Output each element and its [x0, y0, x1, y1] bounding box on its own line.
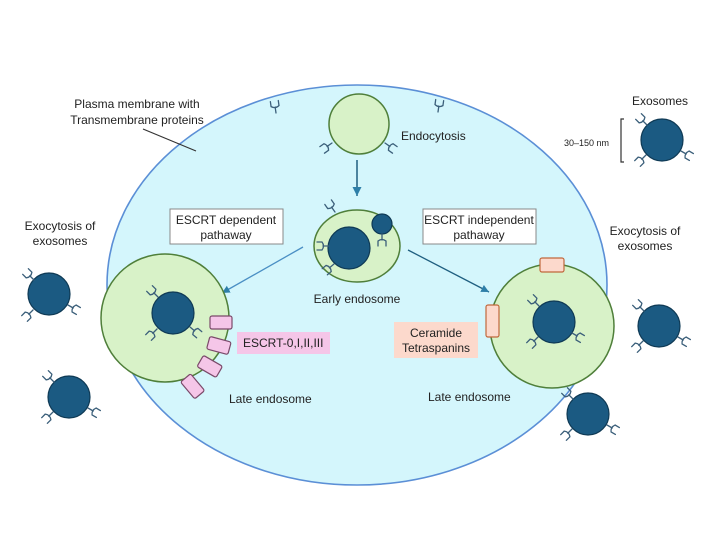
legend-exosome — [640, 118, 684, 162]
escrt-protein-4 — [180, 373, 205, 399]
exosome-left-1 — [27, 272, 71, 316]
late-endosome-left-label: Late endosome — [229, 392, 312, 406]
exocytosis-left-line2: exosomes — [33, 234, 88, 248]
escrt-dependent-box — [169, 208, 284, 245]
late-endosome-right-ilv — [532, 300, 576, 344]
ceramide-label-box — [394, 322, 478, 358]
exocytosis-right-line1: Exocytosis of — [610, 224, 681, 238]
escrt-independent-line2: pathaway — [453, 228, 504, 242]
escrt-protein-3 — [197, 355, 223, 378]
exosome-left-2 — [47, 375, 91, 419]
escrt-protein-1 — [209, 315, 233, 330]
size-bracket — [620, 118, 624, 163]
early-endosome-ilv-small — [371, 213, 393, 235]
plasma-membrane-label-line2: Transmembrane proteins — [70, 113, 204, 127]
late-endosome-left-ilv — [151, 291, 195, 335]
ceramide-protein-side — [485, 304, 500, 338]
plasma-membrane-pointer — [142, 128, 197, 152]
ceramide-label-line1: Ceramide — [410, 326, 462, 340]
early-endosome-ilv-large — [327, 226, 371, 270]
ceramide-label-line2: Tetraspanins — [402, 341, 470, 355]
escrt-independent-box — [422, 208, 537, 245]
exosome-right-2 — [566, 392, 610, 436]
exocytosis-right-line2: exosomes — [618, 239, 673, 253]
endocytosis-label: Endocytosis — [401, 129, 466, 143]
escrt-dependent-line2: pathaway — [200, 228, 251, 242]
cell-body — [106, 84, 608, 486]
legend-title: Exosomes — [632, 94, 688, 108]
early-endosome-label: Early endosome — [314, 292, 401, 306]
escrt-independent-line1: ESCRT independent — [424, 213, 534, 227]
escrt-proteins-label: ESCRT-0,I,II,III — [243, 336, 323, 350]
late-endosome-right-label: Late endosome — [428, 390, 511, 404]
legend-size-label: 30–150 nm — [564, 138, 609, 148]
exocytosis-left-line1: Exocytosis of — [25, 219, 96, 233]
exosome-right-1 — [637, 304, 681, 348]
escrt-protein-2 — [206, 336, 232, 355]
arrow-escrt-independent — [407, 249, 490, 293]
escrt-dependent-line1: ESCRT dependent — [176, 213, 277, 227]
plasma-membrane-label-line1: Plasma membrane with — [74, 97, 199, 111]
ceramide-protein-top — [539, 257, 565, 273]
escrt-label-box — [237, 332, 330, 354]
arrow-escrt-dependent — [221, 246, 304, 294]
exosome-receptor-icon — [21, 306, 37, 322]
endocytic-vesicle — [328, 93, 390, 155]
